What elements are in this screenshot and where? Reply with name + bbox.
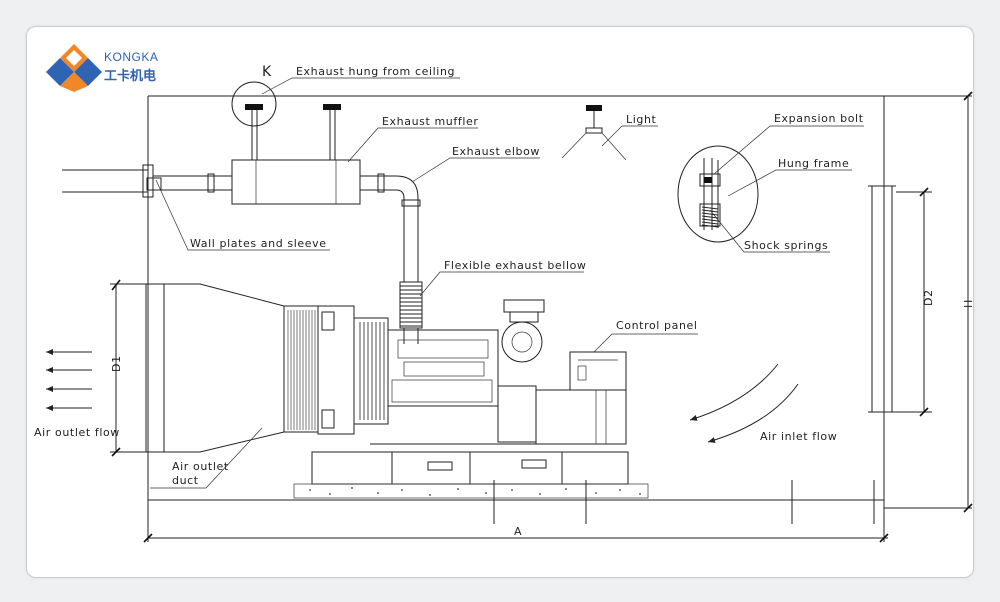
brand-name: KONGKA — [104, 50, 158, 64]
label-air-inlet-flow: Air inlet flow — [760, 430, 837, 443]
leader-lines — [150, 77, 864, 489]
k-marker: K — [262, 64, 272, 80]
label-air-outlet-flow: Air outlet flow — [34, 426, 120, 439]
generator-set — [293, 299, 649, 499]
foundation-dot — [619, 489, 621, 491]
air-outlet-duct — [163, 283, 318, 453]
foundation-dot — [565, 488, 567, 490]
label-exhaust-elbow: Exhaust elbow — [452, 145, 540, 158]
air-inlet-louver — [868, 185, 896, 413]
label-flexible-bellow: Flexible exhaust bellow — [444, 259, 587, 272]
air-inlet-arrows — [689, 363, 799, 443]
drawing-detail-line — [701, 209, 719, 213]
label-shock-springs: Shock springs — [744, 239, 828, 252]
foundation-dot — [595, 492, 597, 494]
brand-name-cn: 工卡机电 — [104, 68, 156, 84]
air-outlet-louver — [145, 283, 165, 453]
dimension-d2 — [896, 187, 932, 417]
drawing-detail-line — [701, 224, 719, 228]
light-fixture — [561, 105, 627, 161]
dimension-d1 — [110, 279, 146, 457]
foundation-dot — [511, 489, 513, 491]
dimension-h — [963, 91, 973, 513]
dimension-a-label: A — [514, 525, 522, 538]
label-air-outlet-duct-2: duct — [172, 474, 199, 487]
diagram-card — [26, 26, 974, 578]
label-exhaust-hung: Exhaust hung from ceiling — [296, 65, 455, 78]
drawing-detail-line — [701, 212, 719, 216]
label-hung-frame: Hung frame — [778, 157, 849, 170]
foundation-dot — [429, 494, 431, 496]
label-control-panel: Control panel — [616, 319, 698, 332]
dimension-a — [143, 480, 889, 543]
label-exhaust-muffler: Exhaust muffler — [382, 115, 478, 128]
foundation-dot — [377, 492, 379, 494]
foundation-dot — [639, 493, 641, 495]
air-outlet-arrows — [46, 349, 92, 411]
label-air-outlet-duct-1: Air outlet — [172, 460, 229, 473]
hung-frame-detail — [677, 145, 759, 243]
foundation-dot — [539, 493, 541, 495]
dimension-h-label: H — [962, 299, 975, 308]
dimension-d1-label: D1 — [110, 355, 123, 372]
foundation-dot — [485, 492, 487, 494]
foundation-dot — [351, 487, 353, 489]
label-wall-plates: Wall plates and sleeve — [190, 237, 327, 250]
foundation-dot — [401, 489, 403, 491]
drawing-detail-line — [701, 221, 719, 225]
drawing-detail-line — [701, 206, 719, 210]
foundation-dot — [329, 493, 331, 495]
drawing-detail-line — [701, 215, 719, 219]
flexible-bellow — [399, 281, 423, 329]
drawing-detail-line — [701, 218, 719, 222]
exhaust-system — [62, 81, 423, 344]
foundation-dot — [457, 488, 459, 490]
dimension-d2-label: D2 — [922, 289, 935, 306]
label-light: Light — [626, 113, 657, 126]
label-expansion-bolt: Expansion bolt — [774, 112, 864, 125]
kongka-logo-icon — [46, 44, 102, 92]
foundation-dot — [309, 489, 311, 491]
